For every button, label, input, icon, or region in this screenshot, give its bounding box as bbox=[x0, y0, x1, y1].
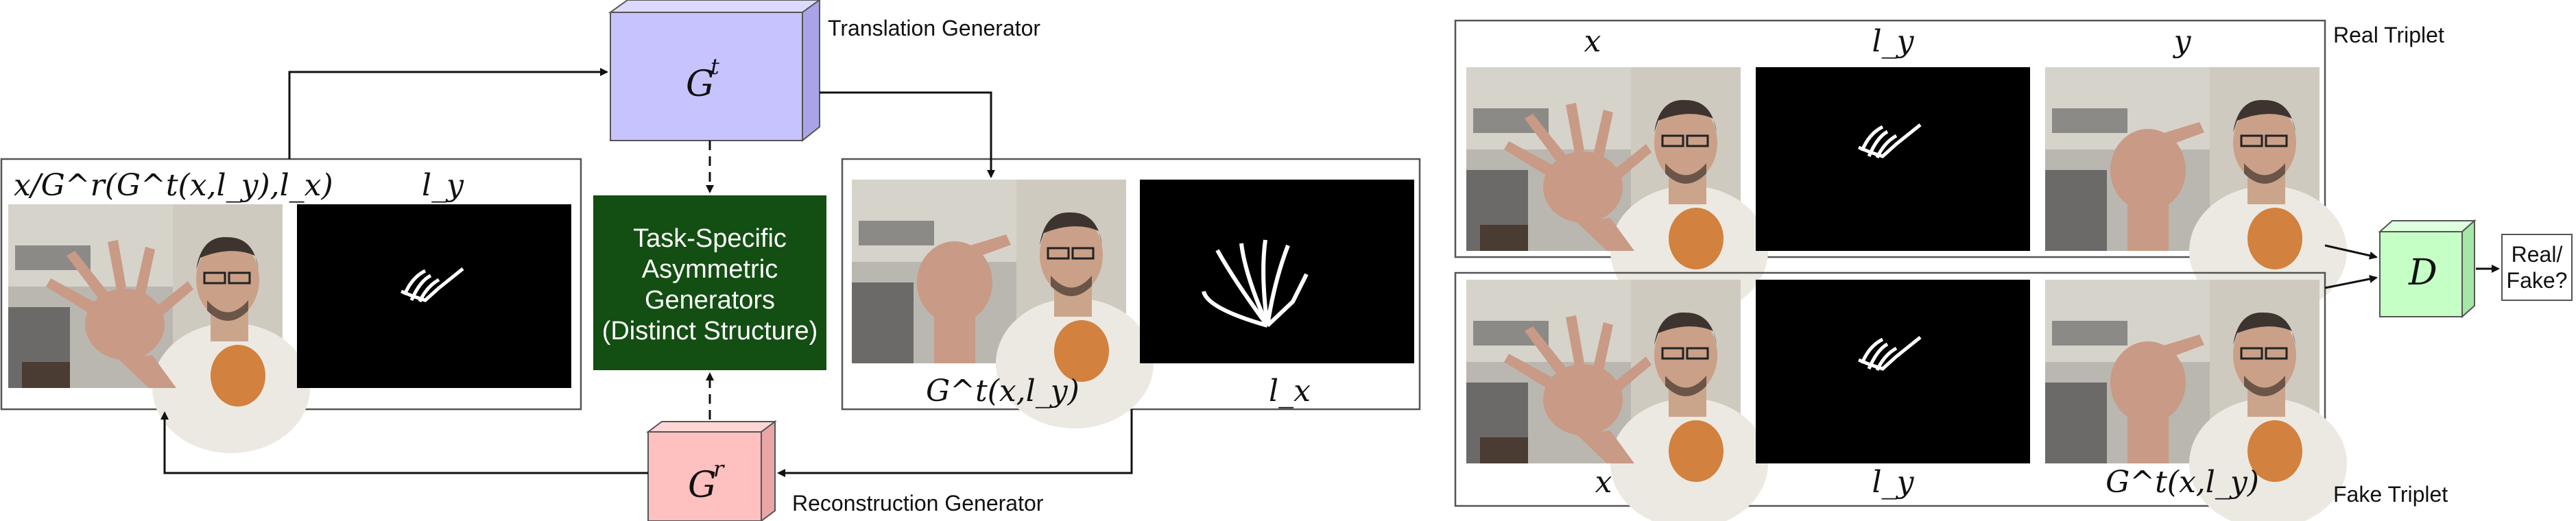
real-label-x: x bbox=[1584, 24, 1601, 59]
target-pose-mask bbox=[297, 204, 571, 388]
real-fake-output bbox=[2501, 234, 2573, 301]
fake-label-gt: G^t(x,l_y) bbox=[2106, 465, 2259, 500]
input-image bbox=[7, 203, 311, 455]
arrow-output-to-reconstruction bbox=[777, 409, 1133, 477]
reconstruction-generator-symbol: G bbox=[688, 465, 717, 506]
arrow-real-to-discriminator bbox=[2324, 244, 2378, 260]
real-input-image bbox=[1465, 66, 1769, 317]
arrow-reconstruction-to-input bbox=[160, 411, 648, 474]
fake-pose-mask bbox=[1756, 280, 2030, 463]
real-triplet-title: Real Triplet bbox=[2333, 23, 2444, 47]
target-pose-label: l_y bbox=[422, 168, 464, 203]
task-block bbox=[593, 195, 826, 370]
task-line-1: Task-Specific bbox=[633, 224, 787, 253]
real-fake-line-1: Real/ bbox=[2512, 242, 2563, 267]
target-pose-skeleton bbox=[401, 267, 464, 303]
output-label: G^t(x,l_y) bbox=[926, 374, 1080, 409]
translation-generator-caption: Translation Generator bbox=[828, 16, 1040, 40]
real-pose-mask bbox=[1756, 67, 2030, 251]
real-fake-line-2: Fake? bbox=[2507, 268, 2568, 293]
source-pose-label: l_x bbox=[1269, 374, 1311, 409]
discriminator-symbol: D bbox=[2408, 252, 2437, 293]
translation-generator-sup: t bbox=[711, 53, 719, 80]
task-line-4: (Distinct Structure) bbox=[602, 317, 818, 346]
fake-label-x: x bbox=[1595, 465, 1612, 500]
discriminator: D bbox=[2378, 219, 2477, 319]
real-target-image bbox=[2044, 66, 2348, 317]
translation-generator: G t bbox=[608, 0, 821, 143]
arrow-translation-to-output bbox=[820, 91, 995, 178]
real-triplet-panel bbox=[1454, 19, 2326, 258]
fake-triplet-panel bbox=[1454, 271, 2326, 507]
translation-generator-symbol: G bbox=[686, 64, 715, 105]
reconstruction-generator: G r bbox=[646, 420, 777, 521]
arrow-fake-to-discriminator bbox=[2324, 275, 2378, 289]
input-label: x/G^r(G^t(x,l_y),l_x) bbox=[14, 168, 333, 203]
arrow-input-to-translation bbox=[288, 68, 608, 159]
task-line-2: Asymmetric bbox=[642, 255, 778, 284]
real-pose-skeleton bbox=[1858, 123, 1922, 159]
fake-label-ly: l_y bbox=[1872, 465, 1915, 500]
source-pose-mask bbox=[1140, 180, 1414, 363]
task-line-3: Generators bbox=[645, 286, 775, 315]
fake-triplet-title: Fake Triplet bbox=[2333, 482, 2448, 507]
reconstruction-generator-sup: r bbox=[713, 456, 725, 482]
real-label-ly: l_y bbox=[1872, 24, 1915, 59]
fake-pose-skeleton bbox=[1858, 336, 1922, 372]
reconstruction-generator-caption: Reconstruction Generator bbox=[792, 491, 1044, 516]
source-pose-skeleton bbox=[1202, 239, 1309, 328]
fake-input-image bbox=[1465, 278, 1769, 521]
real-label-y: y bbox=[2173, 24, 2192, 59]
